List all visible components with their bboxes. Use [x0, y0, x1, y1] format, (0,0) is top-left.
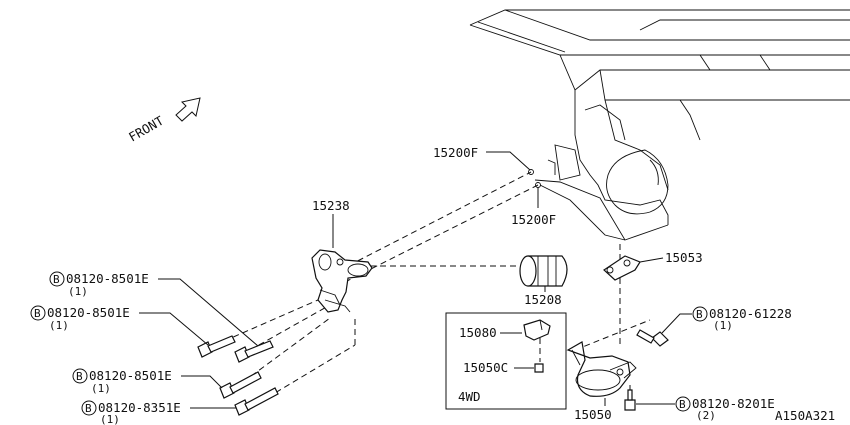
front-label: FRONT [126, 113, 166, 145]
bolt-3-prefix: B [76, 370, 83, 383]
4wd-box [445, 312, 567, 410]
bolt-1-icon [197, 335, 236, 358]
part-label-15200F-top: 15200F [433, 145, 478, 160]
part-label-15238: 15238 [312, 198, 350, 213]
leader-bolt-1 [158, 278, 259, 347]
bolt-3-icon [219, 371, 262, 399]
bolt-6-code: 08120-8201E [692, 396, 775, 411]
leader-bolt-5 [661, 313, 692, 334]
part-label-15200F-bottom: 15200F [511, 212, 556, 227]
bolt-1-badge [49, 271, 65, 287]
bolt-2-code: 08120-8501E [47, 305, 130, 320]
bolt-6-prefix: B [679, 398, 686, 411]
engine-block [469, 9, 850, 241]
bolt-1-prefix: B [53, 273, 60, 286]
dowel-pin-top [528, 169, 534, 175]
bolt-4-qty: (1) [100, 413, 120, 425]
bolt-2-badge [30, 305, 46, 321]
gasket [603, 255, 641, 281]
oil-strainer [566, 341, 637, 397]
bolt-2-icon [234, 340, 274, 363]
figure-code: A150A321 [775, 408, 835, 423]
bolt-5-prefix: B [696, 308, 703, 321]
bolt-4-icon [234, 387, 279, 416]
part-label-15050C: 15050C [463, 360, 508, 375]
part-label-15053: 15053 [665, 250, 703, 265]
leader-bolt-3 [181, 375, 223, 389]
bolt-5-badge [692, 306, 708, 322]
front-arrow-icon [175, 97, 201, 122]
leader-15053 [639, 257, 664, 263]
bolt-3-badge [72, 368, 88, 384]
bolt-2-qty: (1) [49, 319, 69, 332]
bolt-6-icon [624, 389, 636, 411]
bolt-5-qty: (1) [713, 319, 733, 332]
bolt-1-qty: (1) [68, 285, 88, 298]
box-label-4wd: 4WD [458, 389, 481, 404]
bolt-6-badge [675, 396, 691, 412]
bolt-4-prefix: B [85, 402, 92, 415]
bolt-1-code: 08120-8501E [66, 271, 149, 286]
assembly-lines [214, 171, 651, 409]
leader-bolt-2 [139, 312, 209, 346]
bolt-2-prefix: B [34, 307, 41, 320]
bolt-5-code: 08120-61228 [709, 306, 792, 321]
bolt-3-code: 08120-8501E [89, 368, 172, 383]
bolt-4-code: 08120-8351E [98, 400, 181, 415]
part-label-15050: 15050 [574, 407, 612, 422]
oil-filter-bracket [311, 249, 373, 313]
oil-filter [519, 255, 568, 287]
leader-15200F-top [486, 151, 531, 171]
bolt-5-icon [636, 329, 669, 347]
bracket-15080 [523, 319, 551, 341]
part-label-15208: 15208 [524, 292, 562, 307]
bolt-15050C-icon [534, 363, 544, 373]
dowel-pin-bottom [535, 182, 541, 188]
part-label-15080: 15080 [459, 325, 497, 340]
bolt-3-qty: (1) [91, 382, 111, 395]
bolt-4-badge [81, 400, 97, 416]
bolt-6-qty: (2) [696, 409, 716, 422]
